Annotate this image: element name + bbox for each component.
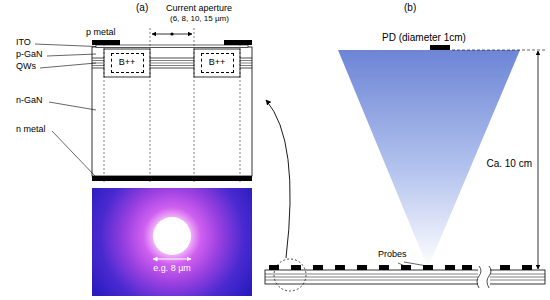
layer-label: ITO <box>16 38 31 48</box>
layer-label: n metal <box>16 125 46 135</box>
layer-label: p metal <box>86 28 116 38</box>
dimension-label: Ca. 10 cm <box>486 158 532 169</box>
layer-label: p-GaN <box>16 50 43 60</box>
implant-region: B++ <box>111 53 144 73</box>
detector-label: PD (diameter 1cm) <box>382 32 466 43</box>
dimension-label: (6, 8, 10, 15 µm) <box>170 15 229 24</box>
annotation: Current aperture <box>166 4 232 14</box>
emission-image <box>92 188 252 296</box>
panel-label: (b) <box>404 2 416 13</box>
dimension-label: e.g. 8 µm <box>153 264 191 274</box>
layer-label: n-GaN <box>16 96 43 106</box>
leader-lines <box>35 44 96 177</box>
layer-label: QWs <box>16 62 36 72</box>
led-cross-section <box>92 28 252 182</box>
region-label: B++ <box>209 58 226 68</box>
implant-region: B++ <box>201 53 234 73</box>
probe-label: Probes <box>378 250 407 260</box>
panel-label: (a) <box>136 2 148 13</box>
measurement-setup <box>265 45 545 291</box>
region-label: B++ <box>119 58 136 68</box>
